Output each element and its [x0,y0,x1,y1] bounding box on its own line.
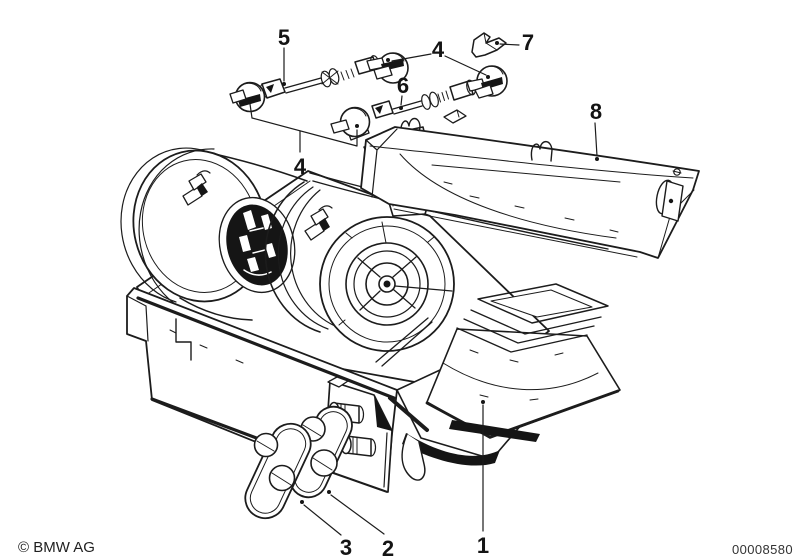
air-duct-bellows [401,283,621,481]
callout-2[interactable]: 2 [382,536,394,559]
cam-disc-mid-upper [366,52,409,84]
top-cover [360,126,700,259]
gasket-flange-rear [289,405,353,499]
wire-clip-left [399,117,421,137]
wire-clip-center [530,140,553,162]
drum-strap-right [277,186,329,330]
callout-4-upper[interactable]: 4 [432,37,445,62]
cam-disc-right [466,65,508,99]
callout-3[interactable]: 3 [340,535,352,559]
cover-retaining-clip [655,168,684,222]
callout-4-lower[interactable]: 4 [294,154,307,179]
image-number: 00008580 [731,542,793,557]
blower-drum-right [264,181,455,367]
callout-7[interactable]: 7 [522,30,534,55]
leader-lines [249,43,599,536]
bowden-cable-lower [371,79,476,124]
callout-8[interactable]: 8 [590,99,602,124]
strap-clamp-right [304,205,333,241]
copyright-notice: © BMW AG [18,539,95,556]
callout-5[interactable]: 5 [278,25,290,50]
cam-disc-left [229,81,266,113]
cable-bracket [443,109,467,124]
blower-drum-left [120,147,308,321]
duct-mouth [477,283,609,324]
cam-disc-mid-lower [330,106,371,141]
strap-clamp-left [182,170,211,206]
fan-grille [345,221,453,326]
callout-1[interactable]: 1 [477,533,489,558]
duct-foot [401,433,426,481]
gasket-flange-front [244,422,312,520]
retaining-clip-7 [471,32,507,58]
blower-fan-opening [218,196,296,294]
bowden-cable-upper [259,55,380,99]
callout-6[interactable]: 6 [397,73,409,98]
callout-labels: 5 4 7 6 8 4 3 2 1 [278,25,602,559]
drum-strap-left [120,147,206,303]
